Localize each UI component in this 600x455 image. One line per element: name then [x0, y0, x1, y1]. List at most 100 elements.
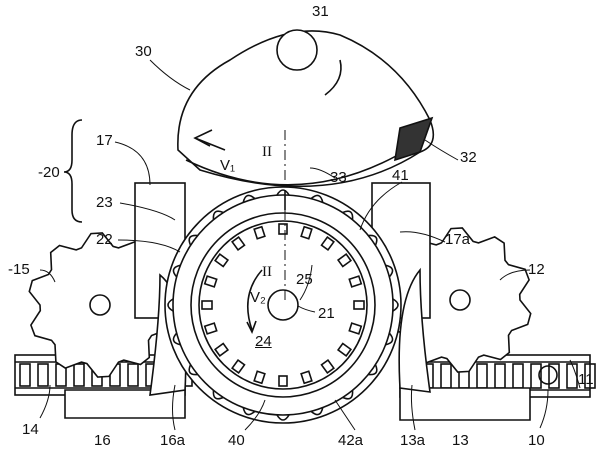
fork-holder-40	[385, 332, 394, 346]
label-14: 14	[22, 421, 39, 438]
label-23: 23	[96, 194, 113, 211]
fork-holder-40	[310, 194, 324, 203]
cigarette-holder	[348, 275, 363, 288]
drum-rim	[190, 212, 376, 398]
label-21: 21	[318, 305, 335, 322]
chain-link	[37, 363, 49, 387]
fork-holder-40	[242, 407, 256, 416]
fork-holder-40	[392, 298, 399, 312]
cigarette-holder	[214, 253, 230, 268]
fork-holder-40	[188, 364, 198, 376]
drum-shaft-21	[267, 289, 299, 321]
cigarette-holder	[320, 236, 335, 252]
chain-link	[19, 363, 31, 387]
cigarette-holder	[300, 225, 313, 240]
guide-arc-inner	[172, 194, 394, 416]
chain-link	[584, 363, 596, 389]
cigarette-holder	[231, 236, 246, 252]
cigarette-holder	[300, 370, 313, 385]
fork-holder-40	[385, 264, 394, 278]
cigarette-holder	[348, 322, 363, 335]
label-section-ii-top: II	[262, 144, 272, 160]
label-30: 30	[135, 43, 152, 60]
fork-holder-40	[172, 332, 181, 346]
fork-holder-40	[276, 189, 290, 196]
base-block-13	[399, 387, 531, 421]
sprocket-15-hub	[89, 294, 111, 316]
label-15: -15	[8, 261, 30, 278]
fork-holder-40	[368, 234, 378, 246]
label-17: 17	[96, 132, 113, 149]
chain-link	[494, 363, 506, 389]
cutter-roller-30	[177, 30, 435, 188]
arrow-v1-shaft	[194, 137, 226, 151]
fork-holder-40	[212, 210, 224, 220]
drum-pockets	[167, 189, 399, 421]
label-42a: 42a	[338, 432, 364, 449]
label-17a: 17a	[445, 231, 471, 248]
bracket-20	[63, 119, 83, 223]
fork-holder-40	[310, 407, 324, 416]
chain-link	[530, 363, 542, 389]
fork-holder-40	[342, 210, 354, 220]
cigarette-holder	[203, 275, 218, 288]
label-20: -20	[38, 164, 60, 181]
cigarette-holder	[231, 358, 246, 374]
rotation-arrow-roller	[324, 59, 342, 96]
cigarette-holder	[201, 300, 213, 310]
roller-edge-33	[185, 147, 411, 186]
label-16a: 16a	[160, 432, 186, 449]
label-v2: V₂	[250, 289, 266, 306]
label-33: 33	[330, 169, 347, 186]
leader-lines	[39, 59, 581, 431]
chain-link	[440, 363, 452, 389]
label-section-ii-bottom: II	[262, 264, 272, 280]
chain-link	[73, 363, 85, 387]
cigarette-holder	[278, 375, 288, 387]
base-block-16	[64, 389, 186, 419]
chain-link	[566, 363, 578, 389]
roller-shaft-31	[276, 29, 318, 71]
label-24: 24	[255, 333, 272, 350]
cigarette-holder	[353, 300, 365, 310]
chain-link	[127, 363, 139, 387]
label-v1: V₁	[220, 157, 236, 174]
cigarette-holder	[253, 370, 266, 385]
blades-32	[394, 116, 434, 162]
cigarette-holder	[214, 342, 230, 357]
label-11: 11	[578, 371, 594, 388]
label-25: 25	[296, 271, 313, 288]
cigarette-holder	[336, 342, 352, 357]
label-32: 32	[460, 149, 477, 166]
chain-link	[512, 363, 524, 389]
rotation-arrowhead-v2	[246, 320, 257, 335]
label-40: 40	[228, 432, 245, 449]
cigarette-holder	[336, 253, 352, 268]
label-10: 10	[528, 432, 545, 449]
fork-holder-40	[242, 194, 256, 203]
label-13: 13	[452, 432, 469, 449]
cigarette-holder	[320, 358, 335, 374]
label-13a: 13a	[400, 432, 426, 449]
chain-link	[548, 363, 560, 389]
drum-24	[198, 220, 368, 390]
fork-holder-40	[368, 364, 378, 376]
label-12: 12	[528, 261, 545, 278]
fork-holder-40	[188, 234, 198, 246]
label-16: 16	[94, 432, 111, 449]
chain-link	[476, 363, 488, 389]
cigarette-holder	[253, 225, 266, 240]
rotation-arrow-v2	[246, 269, 263, 331]
guide-13a	[398, 267, 431, 393]
label-31: 31	[312, 3, 329, 20]
fork-holder-40	[276, 414, 290, 421]
sprocket-12-hub	[449, 289, 471, 311]
fork-holder-40	[167, 298, 174, 312]
label-41: 41	[392, 167, 409, 184]
fork-holder-40	[212, 390, 224, 400]
fork-holder-40	[172, 264, 181, 278]
fork-holder-40	[342, 390, 354, 400]
cigarette-holder	[278, 223, 288, 235]
